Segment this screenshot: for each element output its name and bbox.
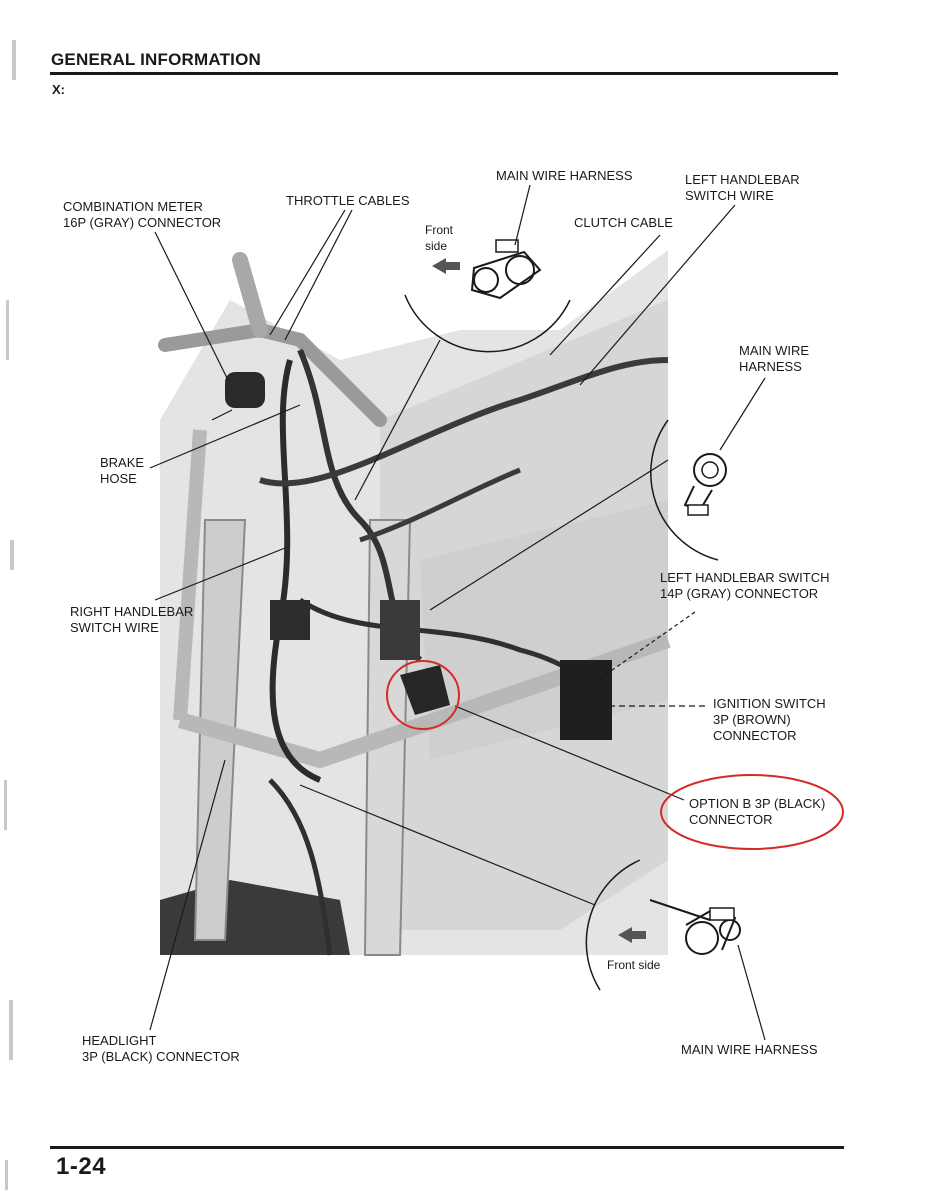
front-side-inset-bottom: [585, 859, 741, 991]
footer-rule: [50, 1146, 844, 1149]
scan-edge-left: [4, 40, 16, 1190]
front-arrow-icon: [618, 927, 646, 943]
model-subheading: X:: [52, 82, 65, 97]
label-right-handlebar-switch-wire: RIGHT HANDLEBAR SWITCH WIRE: [70, 604, 194, 635]
label-combination-meter-connector: COMBINATION METER 16P (GRAY) CONNECTOR: [63, 199, 222, 230]
section-title: GENERAL INFORMATION: [51, 50, 261, 69]
label-main-wire-harness-bottom: MAIN WIRE HARNESS: [681, 1042, 818, 1057]
title-rule: [50, 72, 838, 75]
label-front-side-bottom: Front side: [607, 958, 661, 972]
front-side-inset-top: [404, 239, 571, 353]
label-brake-hose: BRAKE HOSE: [100, 455, 145, 486]
label-main-wire-harness-right: MAIN WIRE HARNESS: [739, 343, 810, 374]
label-left-handlebar-switch-wire: LEFT HANDLEBAR SWITCH WIRE: [685, 172, 800, 203]
label-ignition-switch-connector: IGNITION SWITCH 3P (BROWN) CONNECTOR: [713, 696, 826, 743]
label-front-side-top: Front side: [425, 223, 454, 253]
page-number: 1-24: [56, 1153, 107, 1180]
label-throttle-cables: THROTTLE CABLES: [286, 193, 410, 208]
label-main-wire-harness-top: MAIN WIRE HARNESS: [496, 168, 633, 183]
main-harness-inset-right: [650, 419, 727, 561]
leader-lines: [149, 184, 766, 1041]
motorcycle-photo: [158, 250, 671, 956]
label-clutch-cable: CLUTCH CABLE: [574, 215, 673, 230]
option-b-highlight: [386, 660, 844, 850]
front-arrow-icon: [432, 258, 460, 274]
label-headlight-connector: HEADLIGHT 3P (BLACK) CONNECTOR: [82, 1033, 240, 1064]
label-left-handlebar-switch-connector: LEFT HANDLEBAR SWITCH 14P (GRAY) CONNECT…: [660, 570, 830, 601]
label-option-b-connector: OPTION B 3P (BLACK) CONNECTOR: [689, 796, 826, 827]
